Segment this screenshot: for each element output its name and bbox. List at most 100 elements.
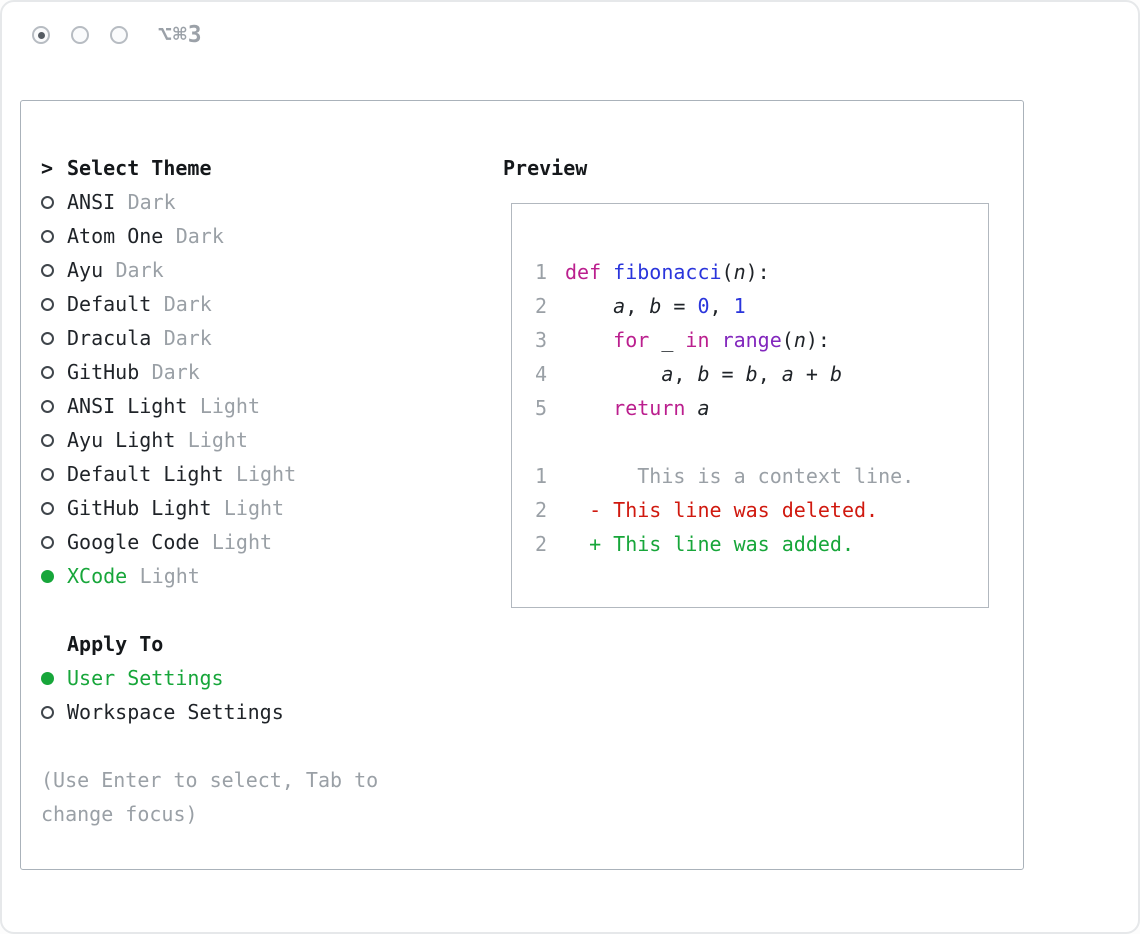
code-token: ( — [721, 260, 734, 284]
code-token: , — [757, 362, 782, 386]
line-number: 1 — [534, 464, 547, 488]
theme-option-google-code[interactable]: Google Code Light — [41, 525, 481, 559]
code-token: 1 — [733, 294, 746, 318]
theme-name: GitHub — [67, 360, 140, 384]
theme-name: GitHub Light — [67, 496, 212, 520]
active-window-dot-icon — [37, 31, 45, 39]
radio-selected-icon — [41, 671, 54, 685]
code-token: _ — [649, 328, 686, 352]
code-token: 0 — [697, 294, 710, 318]
code-token: b — [697, 362, 710, 386]
minimize-button[interactable] — [71, 26, 89, 44]
radio-cell — [41, 331, 67, 345]
radio-unselected-icon — [41, 433, 54, 447]
code-token: b — [829, 362, 842, 386]
radio-unselected-icon — [41, 467, 54, 481]
apply-option-workspace-settings[interactable]: Workspace Settings — [41, 695, 481, 729]
preview-title: Preview — [503, 156, 588, 180]
apply-option-label: Workspace Settings — [67, 700, 284, 724]
line-number: 5 — [534, 396, 547, 420]
select-theme-header-row: > Select Theme — [41, 151, 481, 185]
code-text: return a — [565, 396, 709, 420]
theme-name: Dracula — [67, 326, 152, 350]
code-token: ): — [745, 260, 770, 284]
radio-unselected-icon — [41, 399, 54, 413]
radio-cell — [41, 433, 67, 447]
apply-option-user-settings[interactable]: User Settings — [41, 661, 481, 695]
theme-variant: Dark — [163, 326, 212, 350]
line-number: 1 — [534, 260, 547, 284]
code-token: range — [721, 328, 782, 352]
radio-cell — [41, 229, 67, 243]
diff-text: This is a context line. — [565, 464, 915, 488]
theme-option-dracula[interactable]: Dracula Dark — [41, 321, 481, 355]
code-token: b — [649, 294, 662, 318]
theme-variant: Dark — [163, 292, 212, 316]
radio-unselected-icon — [41, 229, 54, 243]
apply-to-header-row: Apply To — [67, 627, 481, 661]
code-line: 2 a, b = 0, 1 — [534, 289, 914, 323]
theme-variant: Light — [187, 428, 248, 452]
theme-option-default[interactable]: Default Dark — [41, 287, 481, 321]
code-token: n — [793, 328, 806, 352]
code-token: , — [673, 362, 698, 386]
code-token: = — [709, 362, 746, 386]
code-token: def — [565, 260, 602, 284]
close-button[interactable] — [32, 26, 50, 44]
code-token — [710, 328, 722, 352]
line-number: 2 — [534, 498, 547, 522]
theme-variant: Dark — [127, 190, 176, 214]
radio-cell — [41, 263, 67, 277]
theme-variant: Light — [211, 530, 273, 554]
code-line: 4 a, b = b, a + b — [534, 357, 914, 391]
line-number: 4 — [534, 362, 547, 386]
code-line: 5 return a — [534, 391, 914, 425]
theme-name: Default — [67, 292, 152, 316]
code-text: for _ in range(n): — [565, 328, 830, 352]
code-token: a — [781, 362, 794, 386]
diff-line: 2 + This line was added. — [534, 527, 914, 561]
code-token: + — [793, 362, 830, 386]
radio-cell — [41, 365, 67, 379]
radio-cell — [41, 569, 67, 583]
radio-cell — [41, 399, 67, 413]
theme-name: Google Code — [67, 530, 200, 554]
theme-name: XCode — [67, 564, 128, 588]
radio-cell — [41, 195, 67, 209]
line-number: 3 — [534, 328, 547, 352]
code-token — [685, 396, 697, 420]
radio-cell — [41, 297, 67, 311]
code-token: for — [613, 328, 650, 352]
keyboard-shortcut-label: ⌥⌘3 — [158, 22, 203, 48]
zoom-button[interactable] — [110, 26, 128, 44]
code-line: 3 for _ in range(n): — [534, 323, 914, 357]
diff-line: 1 This is a context line. — [534, 459, 914, 493]
code-token — [565, 362, 661, 386]
code-token: b — [745, 362, 758, 386]
radio-cell — [41, 535, 67, 549]
line-number: 2 — [534, 294, 547, 318]
theme-variant: Dark — [115, 258, 164, 282]
code-text: def fibonacci(n): — [565, 260, 770, 284]
code-token: , — [709, 294, 734, 318]
traffic-lights — [32, 26, 128, 44]
code-token: fibonacci — [613, 260, 722, 284]
theme-variant: Dark — [175, 224, 224, 248]
radio-unselected-icon — [41, 705, 54, 719]
diff-text: + This line was added. — [565, 532, 854, 556]
theme-name: ANSI Light — [67, 394, 188, 418]
